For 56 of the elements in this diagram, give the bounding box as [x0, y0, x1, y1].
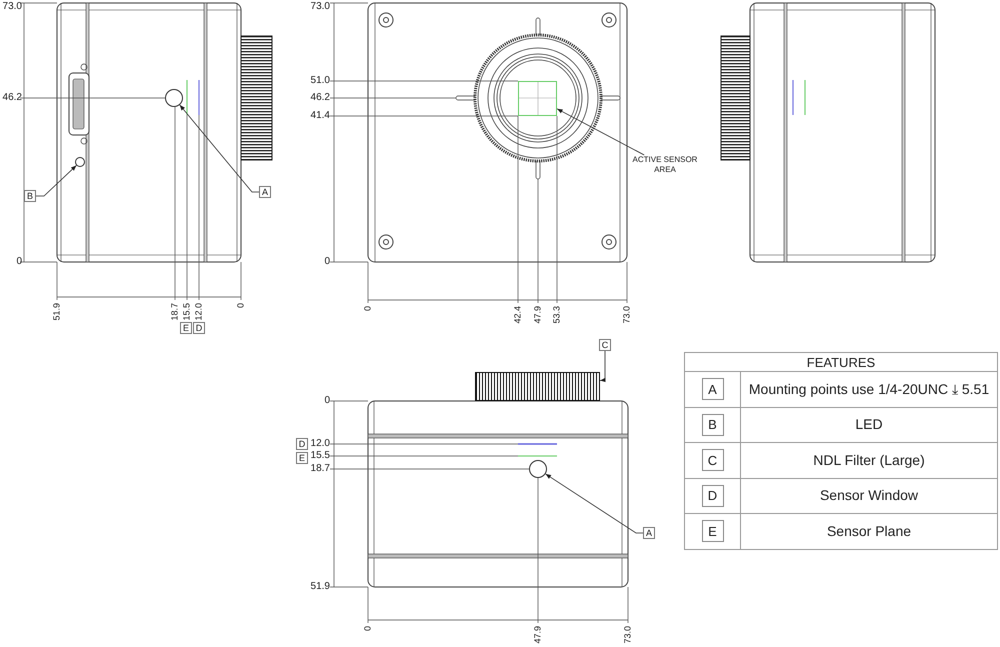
callout-letter: B	[24, 190, 36, 202]
dimension-value: 0	[362, 626, 374, 632]
dimension-value: 47.9	[532, 626, 544, 644]
feature-letter: A	[702, 378, 724, 400]
dimension-value: 18.7	[310, 463, 330, 475]
dimension-value: 0	[16, 256, 22, 268]
sensor-area-outline	[518, 81, 557, 116]
callout-letter: C	[599, 339, 611, 351]
dimension-value: 73.0	[2, 1, 22, 13]
table-header: FEATURES	[806, 356, 876, 368]
reference-letter: D	[193, 322, 205, 334]
callout-text: ACTIVE SENSOR AREA	[630, 155, 700, 177]
feature-description: NDL Filter (Large)	[813, 452, 925, 468]
leader-line	[600, 350, 606, 382]
callout-letter: A	[259, 186, 271, 198]
feature-description: Mounting points use 1/4-20UNC ⤓ 5.51	[748, 382, 990, 397]
feature-letter: C	[702, 449, 724, 472]
dimension-value: 12.0	[310, 438, 330, 450]
dimension-value: 15.5	[182, 303, 192, 321]
leader-line	[36, 165, 77, 196]
dimension-value: 46.2	[310, 92, 330, 104]
leader-line	[556, 108, 645, 156]
dimension-value: 51.9	[52, 303, 62, 321]
dimension-value: 73.0	[310, 1, 330, 13]
dimension-value: 51.0	[310, 75, 330, 87]
dimension-value: 53.3	[552, 306, 562, 324]
feature-letter: E	[702, 520, 724, 542]
feature-description: Sensor Window	[820, 488, 918, 504]
dimension-value: 0	[324, 395, 330, 407]
dimension-value: 73.0	[622, 306, 632, 324]
dimension-value: 0	[324, 256, 330, 268]
feature-letter: B	[702, 414, 724, 436]
dimension-value: 18.7	[170, 303, 180, 321]
led-hole	[75, 157, 85, 167]
dimension-value: 0	[362, 306, 374, 312]
dimension-value: 47.9	[532, 306, 544, 324]
dimension-value: 0	[236, 303, 246, 308]
dimension-value: 51.9	[310, 581, 330, 593]
reference-letter: D	[296, 438, 308, 450]
leader-line	[545, 474, 644, 534]
reference-letter: E	[296, 452, 308, 464]
knurled-filter	[475, 372, 600, 401]
reference-letter: E	[180, 322, 192, 334]
feature-letter: D	[702, 484, 724, 507]
mounting-hole	[165, 89, 183, 107]
dimension-value: 12.0	[194, 303, 204, 321]
dimension-value: 46.2	[2, 92, 22, 104]
dimension-value: 41.4	[310, 110, 330, 122]
leader-line	[179, 104, 260, 192]
mounting-hole	[529, 460, 547, 478]
callout-letter: A	[643, 527, 655, 539]
dimension-value: 42.4	[512, 306, 524, 324]
dimension-value: 15.5	[310, 450, 330, 462]
dimension-value: 73.0	[622, 626, 634, 644]
feature-description: Sensor Plane	[826, 524, 912, 539]
feature-description: LED	[855, 417, 883, 432]
